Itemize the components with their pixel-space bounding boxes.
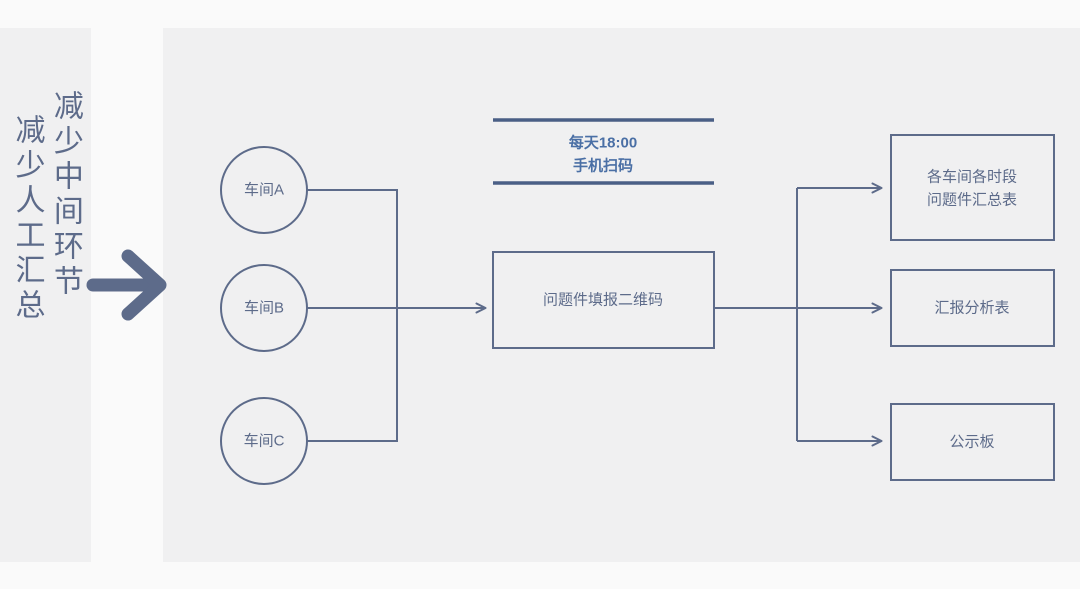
output-node-bulletin-board[interactable]: 公示板 [890,403,1055,481]
source-node-workshop-c[interactable]: 车间C [220,397,308,485]
output-label-summary-table-line1: 各车间各时段 [927,169,1017,186]
process-label-qr-form: 问题件填报二维码 [543,292,663,309]
note-line-1: 每天18:00 [569,134,637,152]
output-label-summary-table-line2: 问题件汇总表 [927,192,1017,209]
source-label-workshop-c: 车间C [244,433,285,450]
note-line-2: 手机扫码 [573,157,633,175]
source-label-workshop-a: 车间A [244,182,284,199]
schedule-note: 每天18:00 手机扫码 [493,118,714,185]
process-node-qr-form[interactable]: 问题件填报二维码 [492,251,715,349]
source-bus-connectors [307,189,487,442]
leads-to-arrow [86,249,167,321]
output-label-analysis-report: 汇报分析表 [934,300,1009,317]
source-node-workshop-a[interactable]: 车间A [220,146,308,234]
main-panel-background [163,28,1080,562]
output-node-analysis-report[interactable]: 汇报分析表 [890,269,1055,347]
source-node-workshop-b[interactable]: 车间B [220,264,308,352]
source-label-workshop-b: 车间B [244,300,284,317]
output-bus-connectors [714,182,883,447]
left-panel-background [0,28,91,562]
output-label-bulletin-board: 公示板 [949,433,994,451]
output-node-summary-table[interactable]: 各车间各时段 问题件汇总表 [890,134,1055,241]
